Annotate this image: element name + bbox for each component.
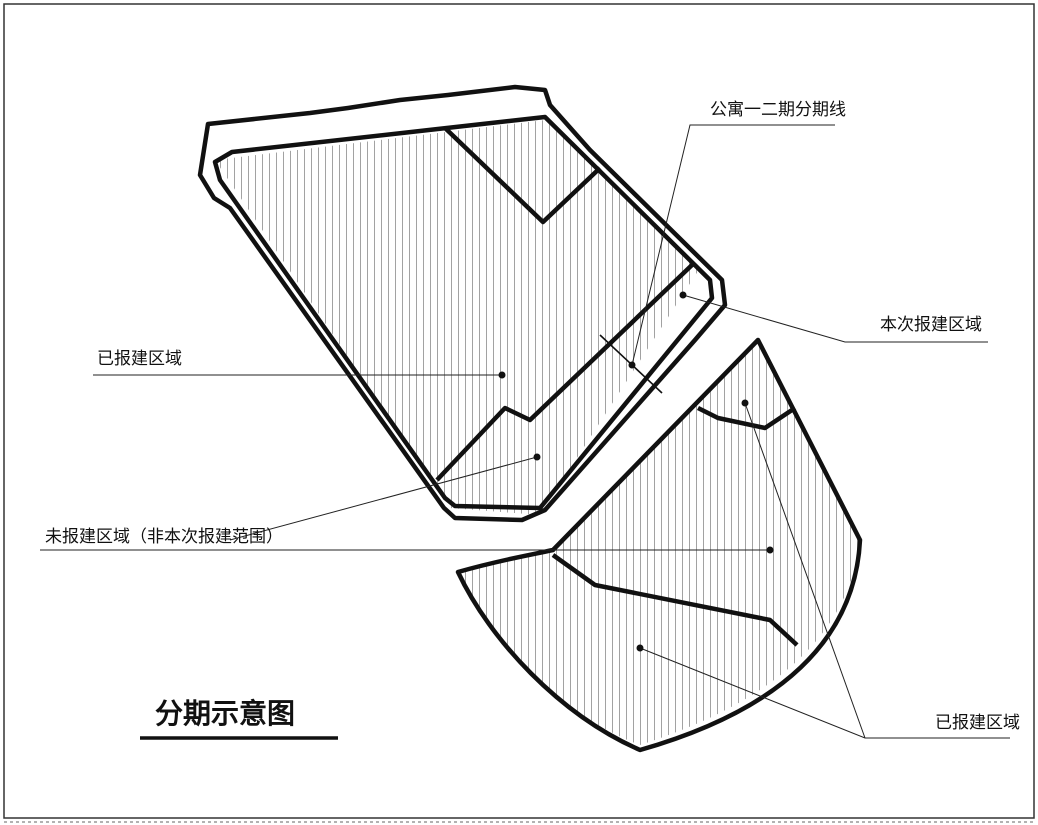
- marker-lower-bottom: [636, 644, 644, 652]
- phase-strip-boundary: [435, 263, 694, 482]
- leader-phase-line: [631, 124, 835, 366]
- marker-lower-middle: [766, 546, 774, 554]
- label-phase-line: 公寓一二期分期线: [710, 100, 846, 120]
- upper-block-division: [443, 126, 602, 225]
- label-submitted-left: 已报建区域: [97, 349, 182, 369]
- leader-this-submission: [682, 294, 988, 343]
- drawing-frame: [3, 3, 1035, 819]
- leader-submitted-right-b: [639, 647, 1010, 739]
- label-not-submitted: 未报建区域（非本次报建范围）: [45, 527, 283, 547]
- leader-not-submitted: [229, 456, 538, 541]
- marker-phase-line: [628, 361, 636, 369]
- lower-top-division: [696, 405, 797, 431]
- label-this-submission: 本次报建区域: [880, 315, 982, 335]
- marker-not-submitted: [533, 453, 541, 461]
- label-submitted-right: 已报建区域: [935, 713, 1020, 733]
- upper-site-outer-boundary: [197, 84, 728, 523]
- lower-middle-division: [551, 553, 799, 647]
- marker-this-submission: [679, 291, 687, 299]
- marker-lower-top: [741, 399, 749, 407]
- marker-submitted-left: [498, 371, 506, 379]
- lower-site-boundary: [455, 337, 863, 753]
- upper-site-inner-boundary: [212, 114, 715, 511]
- leader-submitted-right-a: [744, 402, 866, 739]
- diagram-title: 分期示意图: [155, 697, 295, 730]
